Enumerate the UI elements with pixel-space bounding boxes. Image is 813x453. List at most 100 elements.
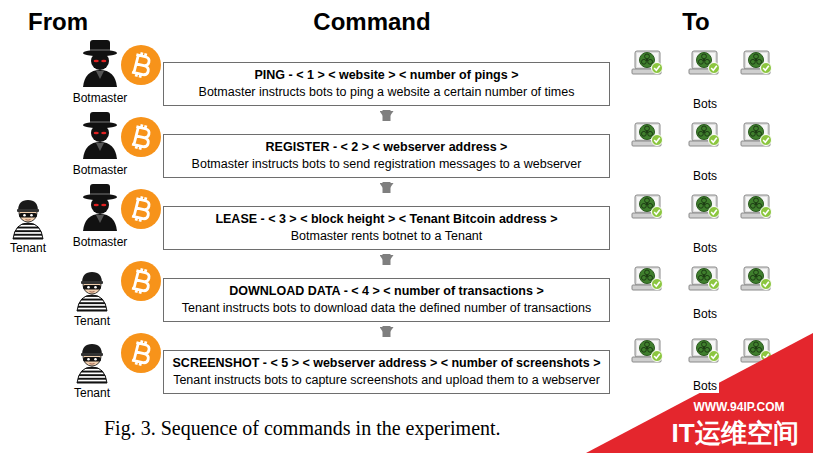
biohazard-core [755, 59, 757, 61]
tenant-stripe [76, 295, 108, 297]
biohazard-lobe [641, 203, 646, 208]
bitcoin-icon [121, 333, 161, 373]
biohazard-lobe [648, 131, 653, 136]
command-box: LEASE - < 3 > < block height > < Tenant … [163, 206, 610, 250]
tenant-stripe [76, 309, 108, 311]
check-mark [654, 354, 660, 358]
tenant-icon [76, 344, 108, 383]
tenant-cap [82, 344, 102, 355]
tenant-cap [82, 272, 102, 283]
tenant-stripe [76, 299, 108, 301]
tenant-icon [76, 272, 108, 311]
bitcoin-icon [121, 261, 161, 301]
actor-label: Tenant [74, 386, 110, 400]
bot-computer [689, 339, 720, 362]
command-description: Tenant instructs bots to download data t… [172, 300, 601, 317]
biohazard-lobe [757, 347, 762, 352]
biohazard-core [703, 347, 705, 349]
biohazard-lobe [754, 198, 759, 203]
command-box: REGISTER - < 2 > < webserver address >Bo… [163, 134, 610, 178]
command-syntax: DOWNLOAD DATA - < 4 > < number of transa… [172, 283, 601, 300]
check-mark [763, 210, 769, 214]
bitcoin-disc [121, 189, 161, 229]
bitcoin-glyph [131, 339, 152, 367]
watermark-triangle [586, 333, 813, 453]
botmaster-eye [101, 60, 106, 63]
biohazard-core [703, 131, 705, 133]
check-badge [652, 135, 663, 146]
bitcoin-glyph [131, 123, 152, 151]
tenant-shirt [13, 223, 43, 239]
check-mark [711, 210, 717, 214]
bot-computer [741, 51, 772, 74]
biohazard-lobe [754, 54, 759, 59]
tenant-mouth [26, 219, 31, 221]
check-badge [709, 279, 720, 290]
tenant-eye [87, 358, 90, 361]
tenant-stripes [76, 367, 108, 383]
botmaster-hat-band [90, 49, 110, 51]
botmaster-hat-brim [83, 122, 117, 128]
check-mark [654, 138, 660, 142]
check-mark [654, 210, 660, 214]
check-mark [711, 138, 717, 142]
actor-label: Bots [693, 241, 717, 255]
biohazard-lobe [757, 131, 762, 136]
botmaster-hat-band [90, 121, 110, 123]
check-mark [763, 138, 769, 142]
biohazard-lobe [705, 275, 710, 280]
bitcoin-disc [121, 261, 161, 301]
tenant-mask [83, 357, 101, 362]
botmaster-hat-band [90, 193, 110, 195]
actor-label: Bots [693, 169, 717, 183]
bot-computer [632, 123, 663, 146]
command-description: Botmaster instructs bots to send registr… [172, 156, 601, 173]
biohazard-core [646, 275, 648, 277]
biohazard-lobe [698, 59, 703, 64]
botmaster-eye [94, 60, 99, 63]
check-mark [711, 282, 717, 286]
bot-computer [632, 195, 663, 218]
tenant-stripe [12, 227, 44, 229]
biohazard-lobe [641, 131, 646, 136]
check-badge [652, 279, 663, 290]
tenant-mask [83, 285, 101, 290]
tenant-eye [23, 214, 26, 217]
sequence-arrow [383, 254, 391, 265]
biohazard-core [755, 275, 757, 277]
figure-caption: Fig. 3. Sequence of commands in the expe… [104, 417, 501, 440]
biohazard-lobe [648, 347, 653, 352]
actor-label: Bots [691, 379, 719, 393]
bitcoin-disc [121, 117, 161, 157]
sequence-arrow [383, 182, 391, 193]
botmaster-eye [101, 132, 106, 135]
actor-label: Tenant [74, 314, 110, 328]
command-box: SCREENSHOT - < 5 > < webserver address >… [163, 350, 610, 394]
biohazard-lobe [698, 131, 703, 136]
biohazard-core [703, 203, 705, 205]
biohazard-core [646, 203, 648, 205]
biohazard-core [646, 59, 648, 61]
biohazard-lobe [645, 342, 650, 347]
actor-label: Botmaster [73, 235, 128, 249]
biohazard-lobe [648, 59, 653, 64]
botmaster-body [83, 142, 117, 159]
bitcoin-glyph [131, 195, 152, 223]
bot-computer [632, 51, 663, 74]
bot-computer [689, 267, 720, 290]
tenant-shirt [77, 367, 107, 383]
column-header: To [682, 8, 710, 36]
tenant-cap-band [81, 281, 103, 284]
command-description: Tenant instructs bots to capture screens… [172, 372, 601, 389]
check-badge [709, 63, 720, 74]
check-badge [761, 207, 772, 218]
botmaster-icon [83, 112, 117, 159]
tenant-stripe [76, 378, 108, 380]
command-description: Botmaster rents botnet to a Tenant [172, 228, 601, 245]
biohazard-lobe [645, 270, 650, 275]
tenant-stripes [76, 295, 108, 311]
botmaster-body [83, 214, 117, 231]
check-badge [652, 207, 663, 218]
bot-computer [689, 123, 720, 146]
actor-label: Botmaster [73, 163, 128, 177]
